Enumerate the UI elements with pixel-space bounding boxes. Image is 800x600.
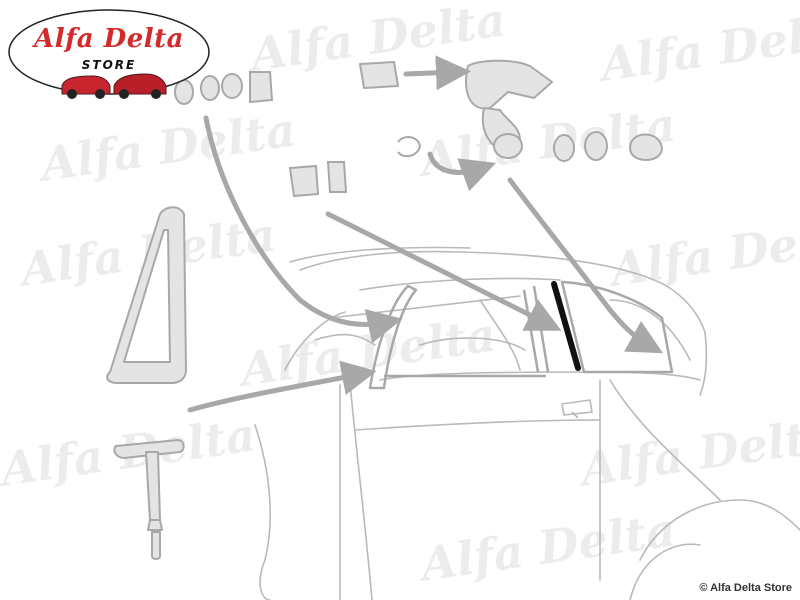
logo-badge xyxy=(8,9,210,99)
red-car-left-icon xyxy=(61,75,111,99)
door-seal-strip xyxy=(551,281,581,371)
store-logo[interactable]: Alfa Delta STORE xyxy=(6,6,212,106)
window-regulator-bracket xyxy=(359,59,553,159)
rear-quarter-window xyxy=(560,280,674,374)
car-body-outline xyxy=(254,246,800,600)
window-crank-handle xyxy=(113,439,185,560)
copyright-text: © Alfa Delta Store xyxy=(699,582,792,594)
a-pillar-frame xyxy=(368,284,546,390)
door-clips xyxy=(288,161,348,198)
logo-subtitle: STORE xyxy=(81,58,137,72)
bushing-set-top-left xyxy=(174,71,274,105)
red-car-right-icon xyxy=(113,73,167,99)
b-pillar-channel xyxy=(522,285,550,373)
quarter-window-frame xyxy=(106,206,187,384)
logo-title: Alfa Delta xyxy=(34,24,184,54)
door-handle xyxy=(561,399,593,419)
assembly-arrows xyxy=(187,55,664,413)
bushing-set-right xyxy=(397,131,664,162)
